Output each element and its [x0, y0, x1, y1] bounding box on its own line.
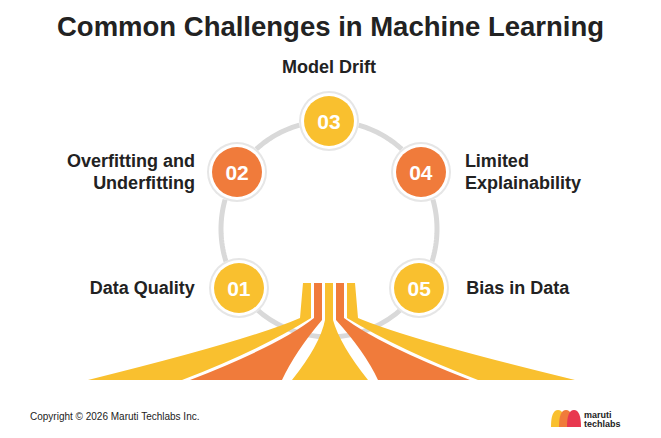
- logo-text: techlabs: [584, 419, 621, 430]
- step-label: Model Drift: [282, 56, 376, 78]
- step-circle: 02Overfitting and Underfitting: [212, 147, 262, 197]
- step-number: 03: [317, 111, 340, 132]
- step-circle: 05Bias in Data: [394, 263, 444, 313]
- ring-connector: [432, 200, 437, 262]
- step-circle: 04Limited Explainability: [396, 147, 446, 197]
- step-label: Data Quality: [90, 277, 195, 299]
- ring-connector: [256, 125, 299, 149]
- ring-connector: [221, 200, 226, 262]
- step-number: 04: [409, 162, 432, 183]
- logo-mark: [551, 410, 581, 427]
- step-label: Bias in Data: [466, 277, 569, 299]
- step-label: Overfitting and Underfitting: [45, 150, 195, 194]
- step-number: 05: [407, 278, 430, 299]
- step-number: 01: [227, 278, 250, 299]
- logo-shape: [567, 410, 581, 427]
- step-circle: 03Model Drift: [304, 96, 354, 146]
- ring-connector: [359, 125, 402, 149]
- diagram-title: Common Challenges in Machine Learning: [0, 10, 661, 44]
- copyright-note: Copyright © 2026 Maruti Techlabs Inc.: [30, 411, 200, 422]
- step-number: 02: [225, 162, 248, 183]
- step-label: Limited Explainability: [465, 150, 615, 194]
- step-circle: 01Data Quality: [214, 263, 264, 313]
